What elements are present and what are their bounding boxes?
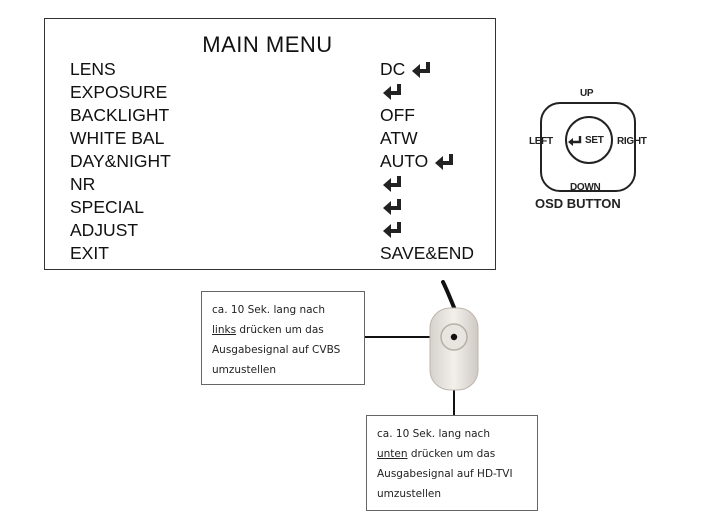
note-bottom-underlined: unten [377,448,408,460]
enter-arrow-icon [382,82,404,102]
osd-set-button[interactable] [565,116,613,164]
menu-item-value [380,174,404,194]
menu-item-label: WHITE BAL [70,128,165,148]
menu-item[interactable]: LENS DC [45,59,495,82]
enter-arrow-icon [382,174,404,194]
osd-button-diagram: UP LEFT RIGHT SET DOWN OSD BUTTON [528,82,658,222]
menu-item-value [380,220,404,240]
device-cable [441,280,457,312]
menu-item-value-text: ATW [380,128,418,148]
menu-item-value-text: AUTO [380,151,429,171]
note-left-line3: Ausgabesignal auf CVBS [212,344,341,356]
note-left-line2: links drücken um das [212,320,356,340]
menu-item[interactable]: EXPOSURE [45,82,495,105]
menu-item-label: SPECIAL [70,197,144,217]
note-bottom-line3: Ausgabesignal auf HD-TVI [377,468,513,480]
menu-item-value: DC [380,59,433,80]
note-bottom-line1: ca. 10 Sek. lang nach [377,428,490,440]
menu-item-value: OFF [380,105,415,126]
menu-item-label: NR [70,174,96,194]
note-left-line1: ca. 10 Sek. lang nach [212,304,325,316]
osd-right-label: RIGHT [617,136,647,147]
note-left-line4: umzustellen [212,364,277,376]
menu-item-value: AUTO [380,151,456,172]
menu-item[interactable]: EXIT SAVE&END [45,243,495,266]
enter-arrow-icon [382,197,404,217]
note-left-cvbs: ca. 10 Sek. lang nach links drücken um d… [201,291,365,385]
osd-up-label: UP [580,88,594,99]
enter-arrow-icon [382,220,404,240]
note-left-line2-rest: drücken um das [236,324,324,336]
device-knob-center [450,333,458,341]
osd-caption: OSD BUTTON [535,196,621,211]
note-bottom-line4: umzustellen [377,488,442,500]
menu-item[interactable]: ADJUST [45,220,495,243]
osd-set-label: SET [585,135,604,146]
menu-item-label: DAY&NIGHT [70,151,171,171]
osd-down-label: DOWN [570,182,601,193]
menu-item-value: SAVE&END [380,243,474,264]
osd-main-menu: MAIN MENU LENS DC EXPOSURE BACKLIGHT OFF WHIT… [44,18,496,270]
enter-arrow-icon [434,152,456,172]
menu-item-label: LENS [70,59,116,79]
menu-item-label: EXIT [70,243,109,263]
menu-item[interactable]: SPECIAL [45,197,495,220]
note-bottom-hdtvi: ca. 10 Sek. lang nach unten drücken um d… [366,415,538,511]
note-bottom-line2-rest: drücken um das [407,448,496,460]
note-bottom-line2: unten drücken um das [377,444,529,464]
osd-enter-icon [567,134,583,146]
menu-item-value-text: DC [380,59,406,79]
menu-item-value [380,197,404,217]
menu-item-label: BACKLIGHT [70,105,170,125]
menu-item[interactable]: NR [45,174,495,197]
osd-button-pad[interactable] [540,102,636,192]
note-left-underlined: links [212,324,237,336]
menu-item-value-text: OFF [380,105,415,125]
menu-item-value-text: SAVE&END [380,243,475,263]
button-module-device [425,280,495,400]
osd-left-label: LEFT [529,136,553,147]
menu-item[interactable]: WHITE BAL ATW [45,128,495,151]
menu-item[interactable]: DAY&NIGHT AUTO [45,151,495,174]
menu-item-label: EXPOSURE [70,82,168,102]
menu-title: MAIN MENU [45,32,495,58]
menu-item-value [380,82,404,102]
menu-item[interactable]: BACKLIGHT OFF [45,105,495,128]
menu-item-label: ADJUST [70,220,139,240]
menu-title-text: MAIN MENU [202,32,333,57]
enter-arrow-icon [411,60,433,80]
menu-item-value: ATW [380,128,418,149]
